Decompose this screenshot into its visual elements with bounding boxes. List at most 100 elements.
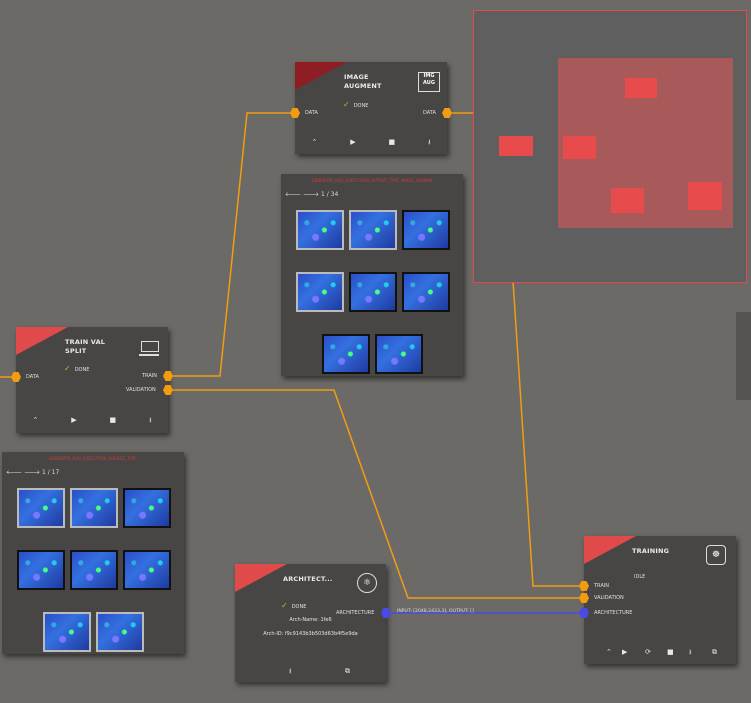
node-training[interactable]: TRAINING ☸ IDLE TRAIN VALIDATION ARCHITE… xyxy=(579,536,736,664)
download-button[interactable]: ⭳ xyxy=(149,416,152,424)
output-port-data[interactable] xyxy=(442,108,452,118)
collapse-button[interactable]: ⌃ xyxy=(32,416,39,424)
gallery-title: GENERATE_AUG_EXECUTION_SOURCE_TYPE xyxy=(49,456,137,461)
stop-button[interactable]: ■ xyxy=(388,138,396,146)
split-icon xyxy=(139,337,159,356)
gallery-title: GENERATE_AUG_EXECUTION_OUTPUT_TYPE_IMAGE… xyxy=(311,178,433,183)
arch-name: Arch-Name: 1fe6 xyxy=(289,617,332,623)
gallery-thumbnail[interactable] xyxy=(322,334,370,374)
port-label: VALIDATION xyxy=(594,595,624,601)
download-button[interactable]: ⭳ xyxy=(689,648,692,656)
node-image-augment[interactable]: IMAGE AUGMENT IMG AUG ✓DONE DATA DATA ⌃ … xyxy=(290,62,452,154)
input-port-architecture[interactable] xyxy=(579,608,589,618)
download-button[interactable]: ⭳ xyxy=(428,138,431,146)
check-icon: ✓ xyxy=(343,100,350,109)
next-arrow-icon[interactable]: 🡒 xyxy=(24,469,41,476)
check-icon: ✓ xyxy=(64,364,71,373)
node-controls: ⌃ ▶ ■ ⭳ xyxy=(295,138,447,149)
node-controls: ⌃ ▶ ■ ⭳ xyxy=(16,416,168,427)
node-corner-marker xyxy=(295,62,347,90)
gallery-thumbnail[interactable] xyxy=(17,488,65,528)
stop-button[interactable]: ■ xyxy=(109,416,117,424)
status-text: DONE xyxy=(291,604,307,610)
port-label: VALIDATION xyxy=(126,387,156,393)
input-port-validation[interactable] xyxy=(579,593,589,603)
restart-button[interactable]: ⟳ xyxy=(645,648,651,656)
gallery-thumbnail[interactable] xyxy=(349,210,397,250)
gallery-thumbnail[interactable] xyxy=(375,334,423,374)
play-button[interactable]: ▶ xyxy=(622,648,628,656)
training-icon: ☸ xyxy=(706,545,726,565)
gallery-thumbnail[interactable] xyxy=(123,488,171,528)
gallery-thumbnail[interactable] xyxy=(402,210,450,250)
port-label: ARCHITECTURE xyxy=(336,610,375,616)
next-arrow-icon[interactable]: 🡒 xyxy=(303,191,320,198)
image-gallery-top[interactable]: GENERATE_AUG_EXECUTION_OUTPUT_TYPE_IMAGE… xyxy=(281,174,463,376)
gallery-thumbnail[interactable] xyxy=(70,550,118,590)
output-port-validation[interactable] xyxy=(163,385,173,395)
gallery-thumbnail[interactable] xyxy=(123,550,171,590)
play-button[interactable]: ▶ xyxy=(71,416,77,424)
gallery-page: 1 / 17 xyxy=(42,469,60,476)
gallery-thumbnail[interactable] xyxy=(70,488,118,528)
status-text: DONE xyxy=(353,103,369,109)
node-corner-marker xyxy=(16,327,68,355)
gallery-thumbnail[interactable] xyxy=(96,612,144,652)
input-port-data[interactable] xyxy=(290,108,300,118)
prev-arrow-icon[interactable]: 🡐 xyxy=(6,469,23,476)
overlay-marker xyxy=(688,182,722,210)
node-title: TRAIN VAL SPLIT xyxy=(65,338,106,355)
node-status: ✓DONE xyxy=(64,364,89,373)
port-label: ARCHITECTURE xyxy=(594,610,633,616)
gallery-thumbnail[interactable] xyxy=(296,272,344,312)
collapse-button[interactable]: ⌃ xyxy=(311,138,318,146)
node-status: IDLE xyxy=(634,574,646,580)
node-corner-marker xyxy=(584,536,636,564)
stop-button[interactable]: ■ xyxy=(667,648,674,656)
gallery-nav: 🡐 🡒 1 / 17 xyxy=(6,469,59,476)
gallery-nav: 🡐 🡒 1 / 34 xyxy=(285,191,338,198)
side-panel-tab[interactable] xyxy=(736,312,751,400)
node-architecture[interactable]: ARCHITECT... ⚛ ✓DONE Arch-Name: 1fe6 Arc… xyxy=(235,564,391,682)
gallery-thumbnail[interactable] xyxy=(349,272,397,312)
node-title: IMAGE AUGMENT xyxy=(344,73,382,90)
input-port-data[interactable] xyxy=(11,372,21,382)
gallery-thumbnail[interactable] xyxy=(43,612,91,652)
node-title: ARCHITECT... xyxy=(283,575,333,583)
node-status: ✓DONE xyxy=(343,100,368,109)
port-label: DATA xyxy=(305,110,318,116)
overlay-marker xyxy=(563,136,596,159)
gallery-page: 1 / 34 xyxy=(321,191,339,198)
copy-button[interactable]: ⧉ xyxy=(345,667,350,675)
overlay-marker xyxy=(611,188,644,213)
status-text: DONE xyxy=(74,367,90,373)
gallery-thumbnail[interactable] xyxy=(17,550,65,590)
check-icon: ✓ xyxy=(281,601,288,610)
input-port-train[interactable] xyxy=(579,581,589,591)
collapse-button[interactable]: ⌃ xyxy=(606,648,612,656)
port-label: DATA xyxy=(26,374,39,380)
network-icon: ⚛ xyxy=(357,573,377,593)
port-label: DATA xyxy=(423,110,436,116)
wire-train-to-augment xyxy=(168,112,296,377)
gallery-thumbnail[interactable] xyxy=(296,210,344,250)
node-status: ✓DONE xyxy=(281,601,306,610)
port-label: TRAIN xyxy=(594,583,609,589)
output-port-architecture[interactable] xyxy=(381,608,391,618)
download-button[interactable]: ⭳ xyxy=(289,667,292,675)
overlay-marker xyxy=(499,136,533,156)
gallery-thumbnail[interactable] xyxy=(402,272,450,312)
node-train-val-split[interactable]: TRAIN VAL SPLIT ✓DONE DATA TRAIN VALIDAT… xyxy=(11,327,173,433)
play-button[interactable]: ▶ xyxy=(350,138,356,146)
img-aug-icon: IMG AUG xyxy=(418,72,440,92)
output-port-train[interactable] xyxy=(163,371,173,381)
node-corner-marker xyxy=(235,564,287,592)
arch-id: Arch-ID: f9c9143b3b503d63b4f5e9da xyxy=(263,631,358,637)
port-label: TRAIN xyxy=(142,373,157,379)
copy-button[interactable]: ⧉ xyxy=(712,648,717,656)
node-title: TRAINING xyxy=(632,547,670,555)
image-gallery-bottom[interactable]: GENERATE_AUG_EXECUTION_SOURCE_TYPE 🡐 🡒 1… xyxy=(2,452,184,654)
overlay-marker xyxy=(625,78,657,98)
edge-shape-label: INPUT: [2048,2433,3], OUTPUT: [] xyxy=(397,609,474,614)
prev-arrow-icon[interactable]: 🡐 xyxy=(285,191,302,198)
